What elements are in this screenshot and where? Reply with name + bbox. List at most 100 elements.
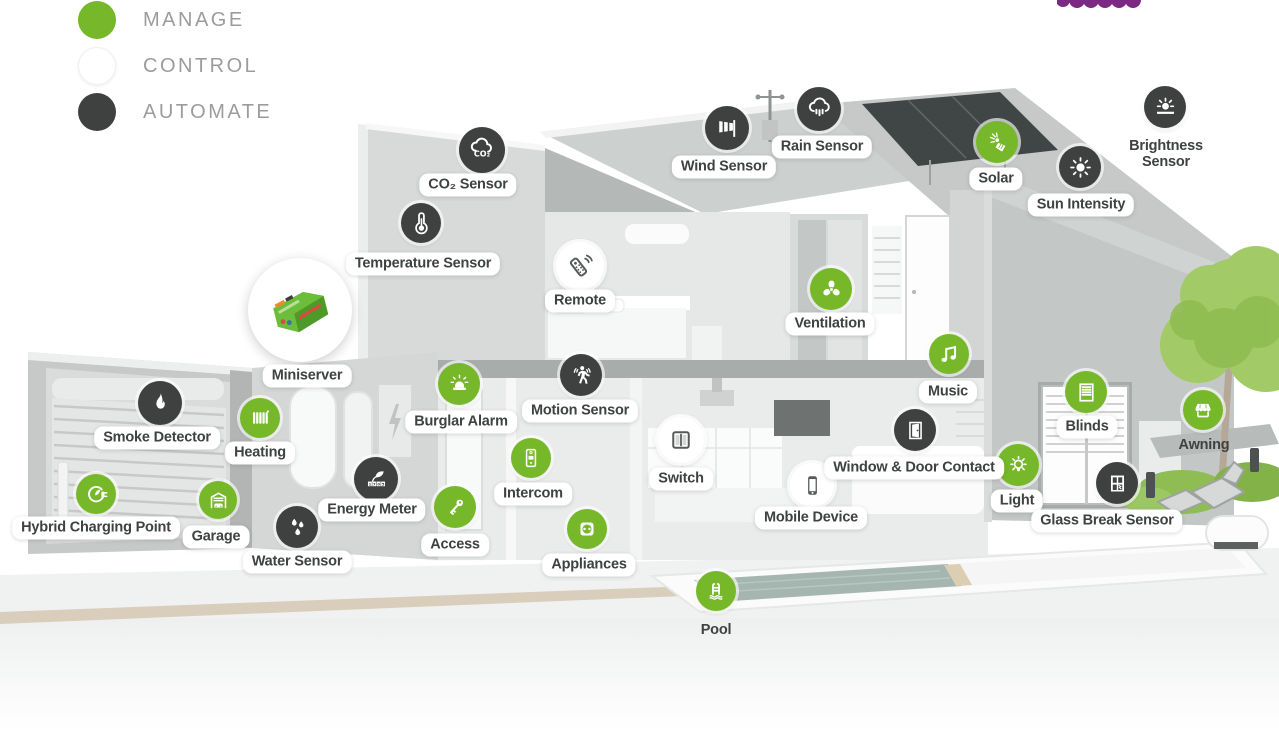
- socket-icon: [580, 522, 594, 536]
- sun-intensity-label: Sun Intensity: [1027, 193, 1135, 217]
- mobile-device-label: Mobile Device: [754, 506, 868, 530]
- rain-cloud-icon: [808, 96, 830, 116]
- burglar-alarm-label: Burglar Alarm: [405, 410, 517, 434]
- flame-icon: [155, 392, 165, 409]
- burglar-alarm-marker[interactable]: [438, 363, 480, 405]
- siren-icon: [450, 374, 468, 390]
- glass-break-icon: [1110, 475, 1124, 491]
- key-icon: [449, 499, 463, 515]
- brightness-icon: [1156, 97, 1174, 114]
- intercom-marker[interactable]: [511, 438, 551, 478]
- svg-text:1: 1: [368, 481, 371, 486]
- awning-label: Awning: [1178, 437, 1230, 453]
- intercom-label: Intercom: [494, 482, 572, 506]
- wind-sensor-marker[interactable]: [705, 106, 749, 150]
- thermometer-icon: [415, 212, 428, 235]
- ventilation-label: Ventilation: [785, 312, 875, 336]
- smoke-detector-label: Smoke Detector: [94, 426, 220, 450]
- access-label: Access: [421, 533, 489, 557]
- intercom-icon: [525, 448, 537, 468]
- music-label: Music: [918, 380, 978, 404]
- miniserver-marker[interactable]: [248, 258, 352, 362]
- solar-marker[interactable]: [976, 121, 1018, 163]
- legend-item-manage: MANAGE: [78, 1, 272, 39]
- miniserver-device-icon: [272, 291, 328, 332]
- motion-person-icon: [573, 365, 591, 384]
- radiator-icon: [253, 410, 269, 424]
- smartphone-icon: [807, 475, 817, 495]
- miniserver-label: Miniserver: [262, 364, 352, 388]
- music-note-icon: [941, 345, 957, 362]
- manage-legend-dot-icon: [78, 1, 116, 39]
- awning-icon: [1195, 403, 1211, 418]
- door-contact-icon: [908, 421, 922, 439]
- awning-marker[interactable]: [1183, 390, 1223, 430]
- music-marker[interactable]: [929, 334, 969, 374]
- rain-sensor-label: Rain Sensor: [771, 135, 873, 159]
- windsock-icon: [718, 119, 735, 137]
- automate-legend-dot-icon: [78, 93, 116, 131]
- blinds-marker[interactable]: [1065, 371, 1107, 413]
- ventilation-marker[interactable]: [810, 268, 852, 310]
- motion-sensor-label: Motion Sensor: [521, 399, 639, 423]
- wind-sensor-label: Wind Sensor: [671, 155, 777, 179]
- legend: MANAGE CONTROL AUTOMATE: [78, 1, 272, 139]
- sun-intensity-marker[interactable]: [1059, 146, 1101, 188]
- fan-icon: [822, 279, 840, 295]
- co-sensor-label: CO₂ Sensor: [419, 173, 517, 197]
- legend-label: AUTOMATE: [143, 100, 273, 123]
- garage-marker[interactable]: [199, 481, 237, 519]
- light-label: Light: [990, 489, 1044, 513]
- control-legend-dot-icon: [78, 47, 116, 85]
- water-sensor-marker[interactable]: [276, 506, 318, 548]
- svg-text:5: 5: [381, 481, 384, 486]
- co-sensor-marker[interactable]: CO₂: [459, 127, 505, 173]
- solar-panel-icon: [989, 131, 1005, 152]
- temperature-sensor-label: Temperature Sensor: [345, 252, 501, 276]
- access-marker[interactable]: [434, 486, 476, 528]
- legend-item-automate: AUTOMATE: [78, 93, 272, 131]
- energy-meter-label: Energy Meter: [318, 498, 426, 522]
- garage-door-icon: [210, 491, 226, 508]
- switch-label: Switch: [649, 467, 713, 491]
- glass-break-sensor-label: Glass Break Sensor: [1031, 509, 1183, 533]
- sun-icon: [1069, 156, 1091, 178]
- rain-sensor-marker[interactable]: [797, 87, 841, 131]
- heating-marker[interactable]: [240, 398, 280, 438]
- temperature-sensor-marker[interactable]: [401, 203, 441, 243]
- partial-brand-logo: [1057, 0, 1141, 8]
- window-door-contact-label: Window & Door Contact: [824, 456, 1004, 480]
- remote-icon: [569, 254, 593, 277]
- smoke-detector-marker[interactable]: [138, 381, 182, 425]
- pool-ladder-icon: [709, 583, 723, 600]
- brightness-sensor-marker[interactable]: [1144, 86, 1186, 128]
- appliances-label: Appliances: [542, 553, 636, 577]
- bulb-icon: [1009, 455, 1027, 471]
- window-door-contact-marker[interactable]: [894, 409, 936, 451]
- solar-label: Solar: [969, 167, 1023, 191]
- light-marker[interactable]: [997, 444, 1039, 486]
- appliances-marker[interactable]: [567, 509, 607, 549]
- blinds-icon: [1078, 382, 1094, 402]
- hybrid-charging-point-marker[interactable]: [76, 474, 116, 514]
- charging-plug-icon: [88, 486, 108, 503]
- blinds-label: Blinds: [1056, 415, 1118, 439]
- svg-text:7: 7: [372, 481, 375, 486]
- legend-label: MANAGE: [143, 8, 245, 31]
- water-drops-icon: [291, 518, 303, 535]
- garage-label: Garage: [182, 525, 250, 549]
- cloud-co2-icon: CO₂: [470, 137, 492, 159]
- glass-break-sensor-marker[interactable]: [1096, 462, 1138, 504]
- remote-marker[interactable]: [556, 242, 604, 290]
- pool-label: Pool: [700, 622, 732, 638]
- motion-sensor-marker[interactable]: [560, 354, 602, 396]
- legend-item-control: CONTROL: [78, 47, 272, 85]
- pool-marker[interactable]: [696, 571, 736, 611]
- svg-text:CO₂: CO₂: [474, 150, 491, 159]
- switch-marker[interactable]: [658, 417, 704, 463]
- remote-label: Remote: [545, 289, 615, 313]
- switch-icon: [672, 431, 690, 449]
